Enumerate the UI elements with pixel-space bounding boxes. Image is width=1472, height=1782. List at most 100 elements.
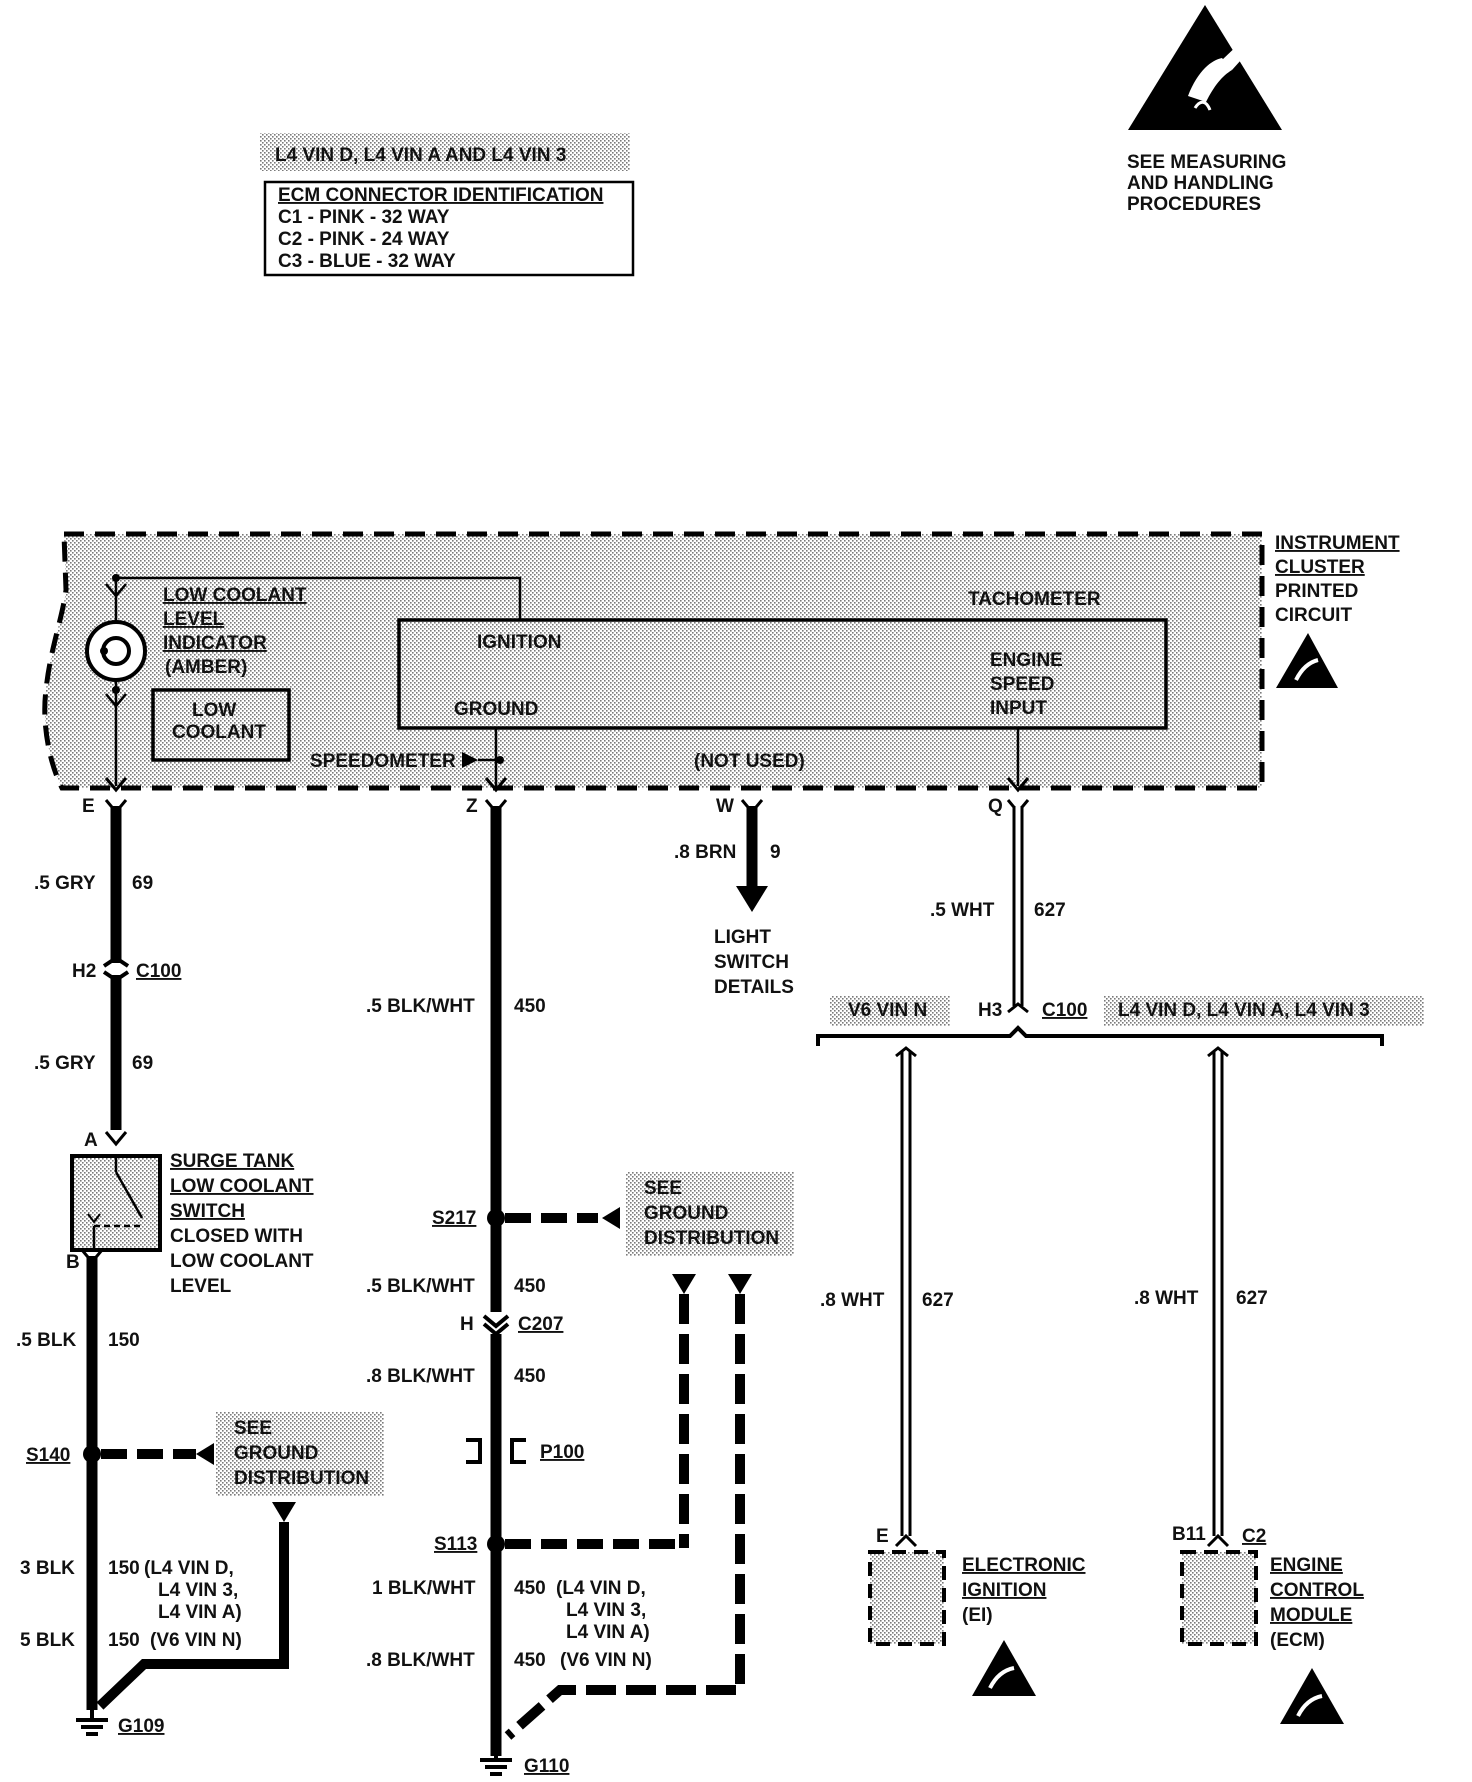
- connector-pin: H: [460, 1314, 474, 1335]
- wire-gauge-color: .5 BLK/WHT: [366, 996, 475, 1017]
- circuit-number: 450: [514, 996, 546, 1017]
- splice-s217: S217: [432, 1208, 476, 1229]
- circuit-number: 150: [108, 1330, 140, 1351]
- instrument-cluster-label: PRINTED: [1275, 581, 1358, 602]
- circuit-number: 450: [514, 1366, 546, 1387]
- see-ground-distribution: SEE: [234, 1418, 272, 1439]
- see-ground-distribution: DISTRIBUTION: [234, 1468, 369, 1489]
- pin-z-label: Z: [466, 796, 478, 817]
- speedometer-label: SPEEDOMETER: [310, 751, 456, 772]
- engine-speed-input-label: SPEED: [990, 674, 1054, 695]
- ground-g110-icon: [480, 1750, 512, 1776]
- ecm-table-row: C1 - PINK - 32 WAY: [278, 207, 450, 228]
- ei-label: ELECTRONIC: [962, 1555, 1086, 1576]
- low-coolant-indicator-label: LEVEL: [163, 609, 225, 630]
- wire-gauge-color: 5 BLK: [20, 1630, 75, 1651]
- low-coolant-indicator-label: (AMBER): [165, 657, 247, 678]
- circuit-number: 9: [770, 842, 781, 863]
- ecm-connector-identification: L4 VIN D, L4 VIN A AND L4 VIN 3 ECM CONN…: [260, 133, 635, 277]
- circuit-69: .5 GRY 69 H2 C100 .5 GRY 69: [34, 799, 181, 1147]
- low-coolant-indicator-label: INDICATOR: [163, 633, 267, 654]
- instrument-cluster-label: INSTRUMENT: [1275, 533, 1400, 554]
- variant-desc: L4 VIN 3,: [158, 1580, 238, 1601]
- connector-pin: H3: [978, 1000, 1002, 1021]
- esd-warning: SEE MEASURING AND HANDLING PROCEDURES: [1127, 5, 1286, 215]
- esd-icon: [1280, 1668, 1344, 1724]
- electronic-ignition-module: E ELECTRONIC IGNITION (EI): [868, 1526, 1086, 1696]
- circuit-number: 450: [514, 1578, 546, 1599]
- circuit-number: 627: [1034, 900, 1066, 921]
- ecm-label: (ECM): [1270, 1630, 1325, 1651]
- ecm-table-title: ECM CONNECTOR IDENTIFICATION: [278, 185, 603, 206]
- ecm-label: CONTROL: [1270, 1580, 1364, 1601]
- low-coolant-indicator-icon: [85, 574, 147, 708]
- wire-gauge-color: .5 GRY: [34, 873, 96, 894]
- switch-pin-b: B: [66, 1252, 80, 1273]
- wire-gauge-color: .5 BLK: [16, 1330, 76, 1351]
- ecm-table-row: C3 - BLUE - 32 WAY: [278, 251, 456, 272]
- tachometer-ignition: IGNITION: [477, 632, 561, 653]
- wire-gauge-color: .5 WHT: [930, 900, 995, 921]
- instrument-cluster-label: CIRCUIT: [1275, 605, 1352, 626]
- circuit-number: 627: [922, 1290, 954, 1311]
- surge-tank-switch: A B SURGE TANK LOW COOLANT SWITCH CLOSED…: [66, 1130, 314, 1297]
- circuit-150: .5 BLK 150 S140 SEE GROUND DISTRIBUTION …: [16, 1249, 384, 1737]
- wire-gauge-color: .8 WHT: [820, 1290, 885, 1311]
- pin-e-label: E: [82, 796, 95, 817]
- engine-control-module: B11 C2 ENGINE CONTROL MODULE (ECM): [1172, 1524, 1364, 1724]
- variant-desc: (L4 VIN D,: [556, 1578, 646, 1599]
- wire-gauge-color: .5 GRY: [34, 1053, 96, 1074]
- surge-tank-switch-label: CLOSED WITH: [170, 1226, 303, 1247]
- tachometer-title: TACHOMETER: [968, 589, 1101, 610]
- pin-q-label: Q: [988, 796, 1003, 817]
- ei-label: (EI): [962, 1605, 993, 1626]
- surge-tank-switch-label: LOW COOLANT: [170, 1251, 314, 1272]
- ei-pin: E: [876, 1526, 889, 1547]
- variant-desc: (V6 VIN N): [560, 1650, 652, 1671]
- not-used-label: (NOT USED): [694, 751, 805, 772]
- splice-s113: S113: [434, 1534, 477, 1555]
- variant-desc: L4 VIN A): [158, 1602, 242, 1623]
- circuit-number: 69: [132, 873, 153, 894]
- variant-left: V6 VIN N: [848, 1000, 927, 1021]
- engine-variants-box: L4 VIN D, L4 VIN A AND L4 VIN 3: [275, 145, 566, 166]
- connector-c100: C100: [1042, 1000, 1087, 1021]
- ecm-label: ENGINE: [1270, 1555, 1343, 1576]
- ei-label: IGNITION: [962, 1580, 1046, 1601]
- see-ground-distribution: SEE: [644, 1178, 682, 1199]
- esd-hand-icon: [1128, 5, 1282, 130]
- ecm-connector: C2: [1242, 1526, 1266, 1547]
- variant-desc: (V6 VIN N): [150, 1630, 242, 1651]
- circuit-number: 627: [1236, 1288, 1268, 1309]
- esd-text-2: AND HANDLING: [1127, 173, 1274, 194]
- esd-icon: [1276, 633, 1338, 688]
- wire-gauge-color: 3 BLK: [20, 1558, 75, 1579]
- low-coolant-lamp-text: COOLANT: [172, 722, 266, 743]
- variant-desc: (L4 VIN D,: [144, 1558, 234, 1579]
- instrument-cluster-label: CLUSTER: [1275, 557, 1365, 578]
- see-ground-distribution: DISTRIBUTION: [644, 1228, 779, 1249]
- wire-gauge-color: .5 BLK/WHT: [366, 1276, 475, 1297]
- ecm-table-row: C2 - PINK - 24 WAY: [278, 229, 450, 250]
- ground-g110: G110: [524, 1756, 569, 1777]
- connector-pin: H2: [72, 961, 96, 982]
- wire-gauge-color: .8 BRN: [674, 842, 736, 863]
- surge-tank-switch-label: SURGE TANK: [170, 1151, 294, 1172]
- pin-w-label: W: [716, 796, 734, 817]
- surge-tank-switch-label: LEVEL: [170, 1276, 232, 1297]
- connector-c100: C100: [136, 961, 181, 982]
- variant-desc: L4 VIN A): [566, 1622, 650, 1643]
- light-switch-details: LIGHT: [714, 927, 771, 948]
- light-switch-details: SWITCH: [714, 952, 789, 973]
- light-switch-details: DETAILS: [714, 977, 794, 998]
- ecm-label: MODULE: [1270, 1605, 1352, 1626]
- switch-pin-a: A: [84, 1130, 98, 1151]
- tachometer: TACHOMETER IGNITION GROUND ENGINE SPEED …: [397, 589, 1168, 730]
- circuit-number: 450: [514, 1276, 546, 1297]
- surge-tank-switch-label: SWITCH: [170, 1201, 245, 1222]
- instrument-cluster: LOW COOLANT LEVEL INDICATOR (AMBER) LOW …: [42, 531, 1400, 793]
- connector-c207: C207: [518, 1314, 563, 1335]
- variant-desc: L4 VIN 3,: [566, 1600, 646, 1621]
- circuit-627: .5 WHT 627 H3 C100 V6 VIN N L4 VIN D, L4…: [816, 799, 1424, 1536]
